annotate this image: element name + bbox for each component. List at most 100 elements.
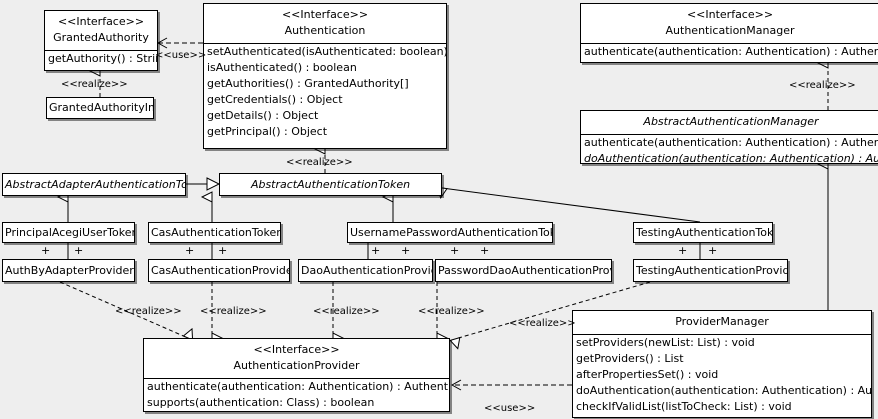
class-name: CasAuthenticationToken bbox=[151, 225, 280, 239]
class-testing-authentication-token[interactable]: TestingAuthenticationToken bbox=[633, 222, 773, 243]
class-name: AuthByAdapterProvider bbox=[5, 263, 134, 277]
method-row: authenticate(authentication: Authenticat… bbox=[584, 45, 878, 58]
methods-compartment: setProviders(newList: List) : void getPr… bbox=[573, 334, 871, 415]
class-name: GrantedAuthority bbox=[53, 31, 149, 44]
edge-label-realize-auth-by-adapter-provider: <<realize>> bbox=[115, 306, 182, 317]
method-row: checkIfValidList(listToCheck: List) : vo… bbox=[576, 400, 792, 413]
class-header: ProviderManager bbox=[573, 311, 871, 334]
class-header: PrincipalAcegiUserToken bbox=[3, 223, 134, 242]
stereotype-label: <<Interface>> bbox=[686, 8, 774, 21]
methods-compartment: authenticate(authentication: Authenticat… bbox=[581, 134, 878, 167]
class-granted-authority[interactable]: <<Interface>> GrantedAuthority getAuthor… bbox=[44, 10, 158, 71]
class-header: AbstractAuthenticationToken bbox=[220, 174, 441, 195]
class-abstract-authentication-manager[interactable]: AbstractAuthenticationManager authentica… bbox=[580, 110, 878, 167]
class-name: PasswordDaoAuthenticationProvider bbox=[438, 263, 611, 277]
class-testing-authentication-provider[interactable]: TestingAuthenticationProvider bbox=[633, 259, 788, 282]
class-granted-authority-impl[interactable]: GrantedAuthorityImpl bbox=[46, 97, 154, 119]
class-name: AbstractAuthenticationToken bbox=[250, 177, 411, 191]
class-header: TestingAuthenticationProvider bbox=[634, 260, 787, 281]
method-row-abstract: doAuthentication(authentication: Authent… bbox=[584, 152, 878, 165]
class-auth-by-adapter-provider[interactable]: AuthByAdapterProvider bbox=[2, 259, 135, 282]
association-marker: + bbox=[450, 244, 460, 257]
methods-compartment: getAuthority() : String bbox=[45, 50, 157, 67]
class-name: Authentication bbox=[284, 24, 366, 37]
method-row: isAuthenticated() : boolean bbox=[207, 61, 357, 74]
method-row: getCredentials() : Object bbox=[207, 93, 343, 106]
association-marker: + bbox=[708, 244, 718, 257]
method-row: getAuthorities() : GrantedAuthority[] bbox=[207, 77, 409, 90]
class-name: PrincipalAcegiUserToken bbox=[5, 225, 134, 239]
class-name: CasAuthenticationProvider bbox=[151, 263, 289, 277]
method-row: getPrincipal() : Object bbox=[207, 125, 328, 138]
edge-label-realize-password-dao-authentication-provider: <<realize>> bbox=[418, 306, 485, 317]
class-header: <<Interface>> AuthenticationProvider bbox=[144, 339, 449, 378]
class-authentication-provider[interactable]: <<Interface>> AuthenticationProvider aut… bbox=[143, 338, 450, 412]
edge-label-realize-abstract-authentication-token: <<realize>> bbox=[286, 157, 353, 168]
class-header: PasswordDaoAuthenticationProvider bbox=[436, 260, 611, 281]
class-password-dao-authentication-provider[interactable]: PasswordDaoAuthenticationProvider bbox=[435, 259, 612, 282]
class-abstract-adapter-authentication-token[interactable]: AbstractAdapterAuthenticationToken bbox=[2, 173, 186, 196]
class-name: TestingAuthenticationProvider bbox=[636, 263, 787, 277]
class-name: AuthenticationManager bbox=[665, 24, 795, 37]
methods-compartment: setAuthenticated(isAuthenticated: boolea… bbox=[204, 43, 446, 140]
class-authentication-manager[interactable]: <<Interface>> AuthenticationManager auth… bbox=[580, 3, 878, 63]
association-marker: + bbox=[371, 244, 381, 257]
class-header: GrantedAuthorityImpl bbox=[47, 98, 153, 118]
class-name: DaoAuthenticationProvider bbox=[301, 263, 432, 277]
method-row: setAuthenticated(isAuthenticated: boolea… bbox=[207, 45, 446, 58]
association-marker: + bbox=[401, 244, 411, 257]
edge-label-realize-cas-authentication-provider: <<realize>> bbox=[200, 306, 267, 317]
class-name: TestingAuthenticationToken bbox=[636, 225, 772, 239]
class-name: AbstractAdapterAuthenticationToken bbox=[5, 177, 185, 191]
class-name: UsernamePasswordAuthenticationToken bbox=[350, 225, 552, 239]
stereotype-label: <<Interface>> bbox=[281, 8, 369, 21]
class-name: AuthenticationProvider bbox=[233, 359, 360, 372]
method-row: authenticate(authentication: Authenticat… bbox=[147, 380, 449, 393]
association-marker: + bbox=[185, 244, 195, 257]
edge-label-realize-abstract-authentication-manager: <<realize>> bbox=[789, 80, 856, 91]
method-row: doAuthentication(authentication: Authent… bbox=[576, 384, 871, 397]
class-cas-authentication-token[interactable]: CasAuthenticationToken bbox=[148, 222, 281, 243]
class-authentication[interactable]: <<Interface>> Authentication setAuthenti… bbox=[203, 3, 447, 149]
edge-label-use-provider-manager: <<use>> bbox=[484, 403, 536, 414]
association-marker: + bbox=[218, 244, 228, 257]
method-row: getAuthority() : String bbox=[48, 52, 157, 65]
methods-compartment: authenticate(authentication: Authenticat… bbox=[581, 43, 878, 60]
edge-label-realize-testing-authentication-provider: <<realize>> bbox=[509, 318, 576, 329]
edge-label-use-authentication-granted: <<use>> bbox=[155, 50, 207, 61]
class-header: CasAuthenticationProvider bbox=[149, 260, 289, 281]
class-dao-authentication-provider[interactable]: DaoAuthenticationProvider bbox=[298, 259, 433, 282]
class-header: CasAuthenticationToken bbox=[149, 223, 280, 242]
class-header: UsernamePasswordAuthenticationToken bbox=[348, 223, 552, 242]
method-row: afterPropertiesSet() : void bbox=[576, 368, 719, 381]
association-marker: + bbox=[678, 244, 688, 257]
method-row: getDetails() : Object bbox=[207, 109, 319, 122]
edge-label-realize-dao-authentication-provider: <<realize>> bbox=[313, 306, 380, 317]
class-header: <<Interface>> Authentication bbox=[204, 4, 446, 43]
association-marker: + bbox=[480, 244, 490, 257]
class-name: AbstractAuthenticationManager bbox=[643, 115, 819, 128]
class-name: GrantedAuthorityImpl bbox=[49, 101, 153, 114]
method-row: authenticate(authentication: Authenticat… bbox=[584, 136, 878, 149]
class-abstract-authentication-token[interactable]: AbstractAuthenticationToken bbox=[219, 173, 442, 196]
class-provider-manager[interactable]: ProviderManager setProviders(newList: Li… bbox=[572, 310, 872, 418]
class-cas-authentication-provider[interactable]: CasAuthenticationProvider bbox=[148, 259, 290, 282]
class-header: AbstractAuthenticationManager bbox=[581, 111, 878, 134]
class-header: <<Interface>> GrantedAuthority bbox=[45, 11, 157, 50]
class-principal-acegi-user-token[interactable]: PrincipalAcegiUserToken bbox=[2, 222, 135, 243]
method-row: setProviders(newList: List) : void bbox=[576, 336, 755, 349]
class-header: DaoAuthenticationProvider bbox=[299, 260, 432, 281]
class-name: ProviderManager bbox=[675, 315, 769, 328]
method-row: getProviders() : List bbox=[576, 352, 684, 365]
class-header: <<Interface>> AuthenticationManager bbox=[581, 4, 878, 43]
class-header: AbstractAdapterAuthenticationToken bbox=[3, 174, 185, 195]
class-header: TestingAuthenticationToken bbox=[634, 223, 772, 242]
class-header: AuthByAdapterProvider bbox=[3, 260, 134, 281]
edge-label-realize-granted-authority-impl: <<realize>> bbox=[61, 79, 128, 90]
method-row: supports(authentication: Class) : boolea… bbox=[147, 396, 375, 409]
association-marker: + bbox=[41, 244, 51, 257]
class-username-password-authentication-token[interactable]: UsernamePasswordAuthenticationToken bbox=[347, 222, 553, 243]
stereotype-label: <<Interface>> bbox=[57, 15, 145, 28]
stereotype-label: <<Interface>> bbox=[253, 343, 340, 356]
